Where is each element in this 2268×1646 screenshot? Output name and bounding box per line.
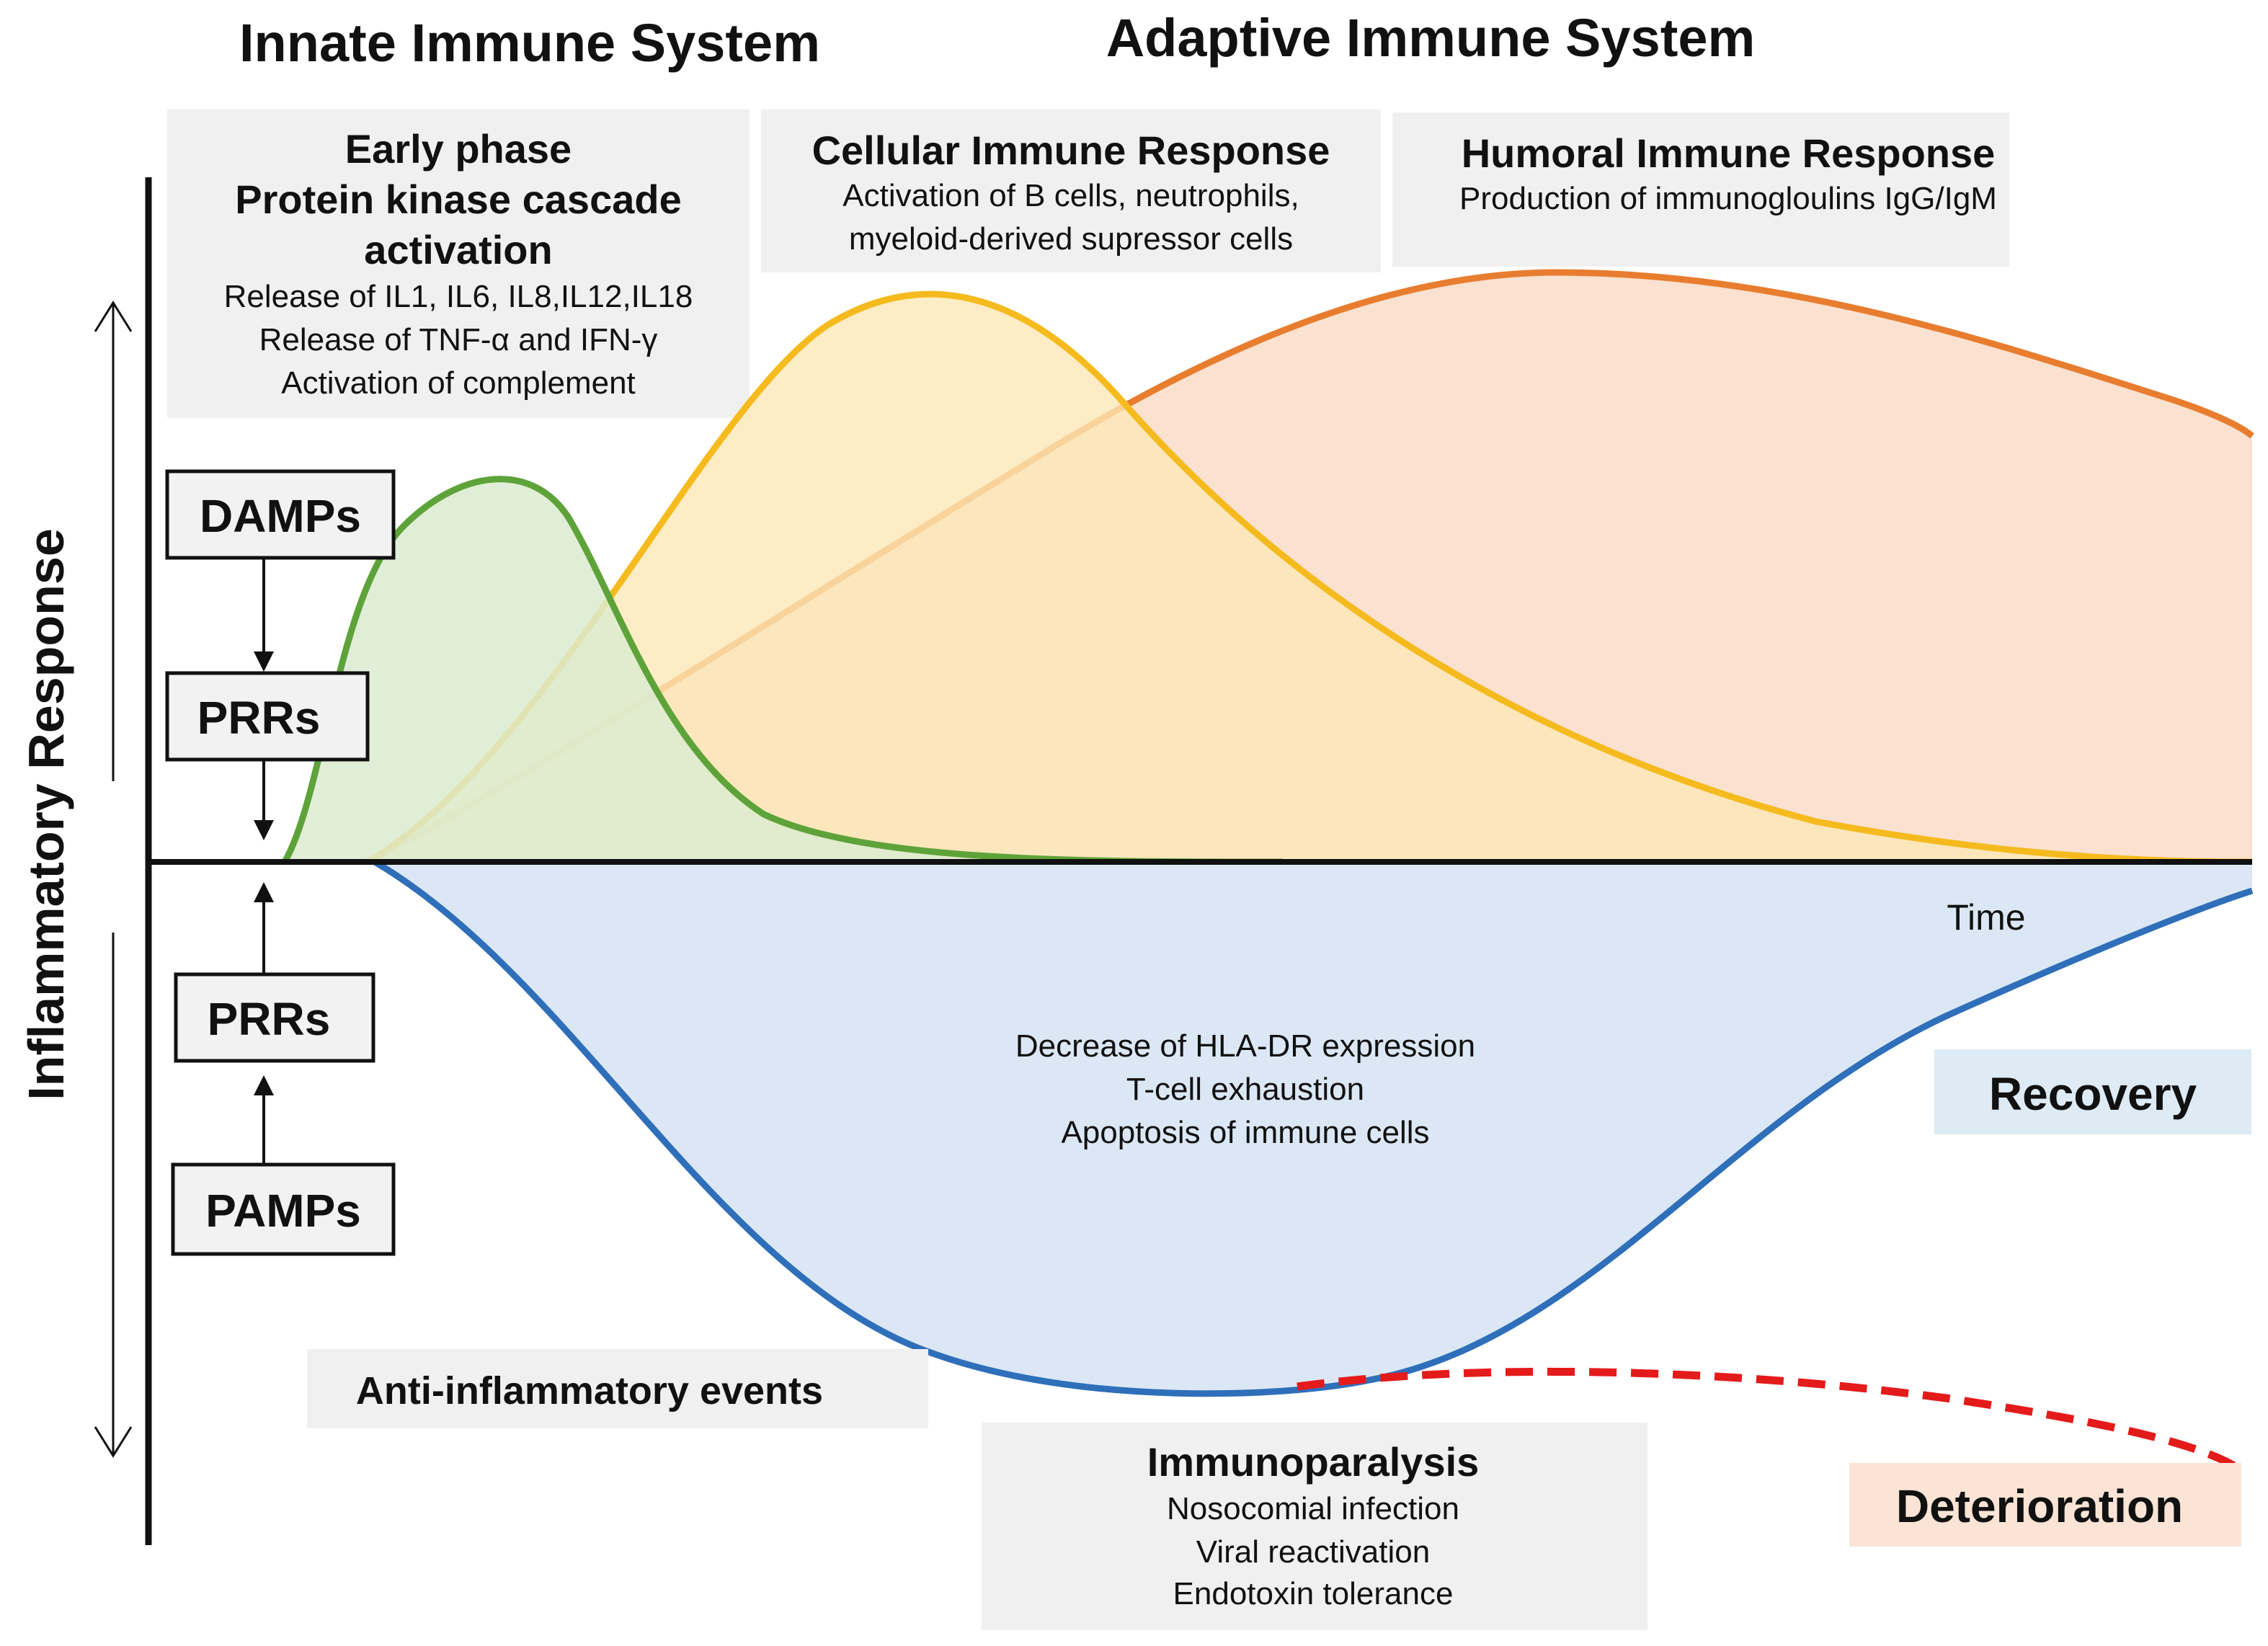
arrow-prrs-bottom-to-axis: [254, 882, 274, 973]
immunoparalysis-item: Endotoxin tolerance: [1173, 1576, 1454, 1611]
immunoparalysis-item: Viral reactivation: [1196, 1534, 1430, 1570]
damps-label: DAMPs: [200, 490, 361, 542]
innate-response-area: [285, 479, 1283, 862]
prrs-bottom-box: [174, 972, 375, 1063]
arrow-pamps-to-prrs: [254, 1075, 274, 1163]
arrow-damps-to-prrs: [254, 559, 274, 672]
cellular-response-item: Activation of B cells, neutrophils,: [842, 178, 1299, 213]
suppression-area: [375, 862, 2252, 1394]
innate-system-title: Innate Immune System: [239, 13, 820, 73]
immunoparalysis-title: Immunoparalysis: [1147, 1439, 1480, 1485]
humoral-response-item: Production of immunogloulins IgG/IgM: [1459, 181, 1997, 216]
early-phase-subtitle: Protein kinase cascade: [235, 177, 681, 222]
humoral-response-box: [1392, 112, 2009, 267]
recovery-box: [1934, 1049, 2251, 1134]
deterioration-box: [1849, 1463, 2241, 1547]
humoral-response-title: Humoral Immune Response: [1462, 130, 1996, 176]
adaptive-system-title: Adaptive Immune System: [1106, 8, 1756, 68]
suppression-item: Apoptosis of immune cells: [1061, 1115, 1429, 1150]
early-phase-title: Early phase: [345, 126, 572, 172]
cellular-response-curve: [365, 290, 2253, 866]
early-phase-box: [167, 110, 750, 418]
early-phase-item: Release of IL1, IL6, IL8,IL12,IL18: [224, 279, 693, 314]
anti-inflammatory-box: [307, 1349, 928, 1428]
early-phase-item: Activation of complement: [281, 365, 636, 401]
x-axis-label: Time: [1947, 897, 2025, 938]
deterioration-line: [1297, 1367, 2244, 1474]
recovery-label: Recovery: [1989, 1068, 2197, 1120]
early-phase-subtitle-2: activation: [364, 227, 552, 272]
suppression-item: Decrease of HLA-DR expression: [1015, 1028, 1475, 1064]
prrs-top-label: PRRs: [197, 692, 321, 744]
deterioration-label: Deterioration: [1896, 1480, 2183, 1532]
arrow-prrs-to-axis: [254, 761, 274, 840]
prrs-bottom-label: PRRs: [208, 993, 331, 1045]
cellular-response-item: myeloid-derived supressor cells: [849, 221, 1293, 257]
damps-box: [165, 469, 396, 560]
cellular-response-box: [761, 110, 1381, 272]
cellular-response-title: Cellular Immune Response: [812, 128, 1330, 173]
immunoparalysis-box: [982, 1423, 1647, 1630]
immunoparalysis-item: Nosocomial infection: [1167, 1491, 1459, 1526]
early-phase-item: Release of TNF-α and IFN-γ: [259, 322, 658, 357]
y-axis-label: Inflammatory Response: [18, 528, 74, 1100]
response-direction-arrow: [94, 301, 133, 1458]
innate-response-curve: [282, 476, 1284, 866]
anti-inflammatory-label: Anti-inflammatory events: [356, 1369, 823, 1413]
pamps-label: PAMPs: [205, 1185, 361, 1237]
prrs-top-box: [165, 671, 370, 762]
suppression-item: T-cell exhaustion: [1126, 1072, 1364, 1107]
pamps-box: [171, 1162, 396, 1256]
